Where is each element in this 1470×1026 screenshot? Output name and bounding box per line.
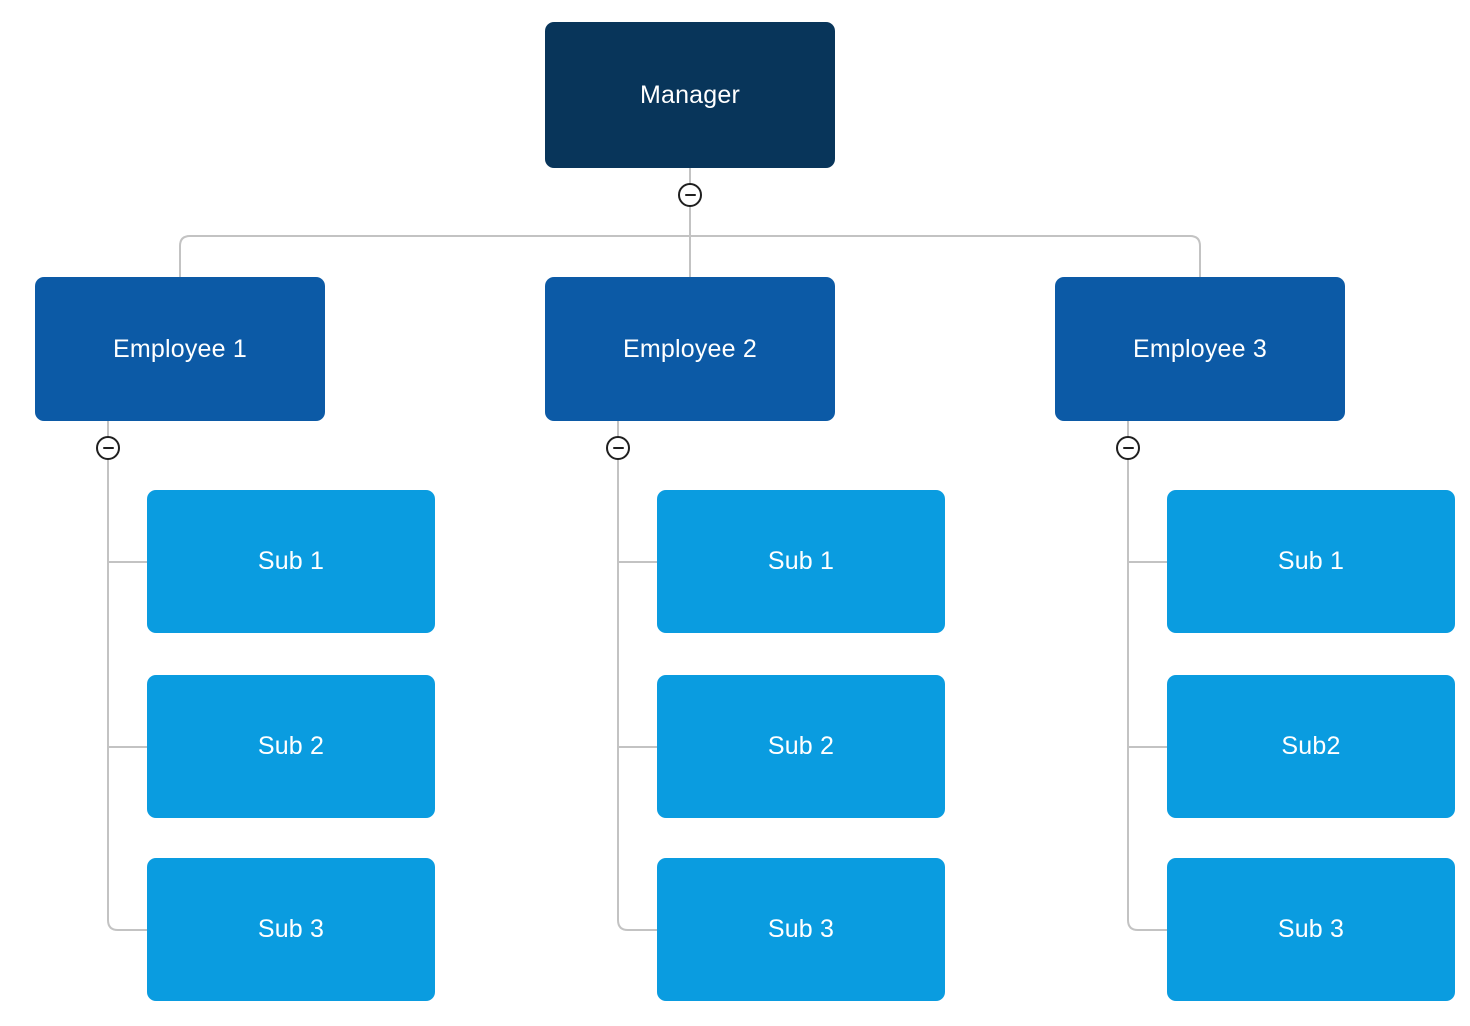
collapse-toggle-employee-2[interactable] <box>606 436 630 460</box>
node-employee-2-label: Employee 2 <box>622 334 758 363</box>
node-sub-3-2-label: Sub2 <box>1281 732 1341 760</box>
collapse-toggle-employee-3[interactable] <box>1116 436 1140 460</box>
node-manager-label: Manager <box>639 80 741 109</box>
node-sub-2-2-label: Sub 2 <box>767 732 835 760</box>
node-sub-1-3[interactable]: Sub 3 <box>147 858 435 1001</box>
node-manager[interactable]: Manager <box>545 22 835 168</box>
connector-col1-spine <box>107 421 147 931</box>
minus-icon <box>102 447 114 449</box>
node-sub-3-1[interactable]: Sub 1 <box>1167 490 1455 633</box>
node-sub-3-2[interactable]: Sub2 <box>1167 675 1455 818</box>
node-employee-3[interactable]: Employee 3 <box>1055 277 1345 421</box>
node-sub-3-3-label: Sub 3 <box>1277 915 1345 943</box>
node-sub-2-1-label: Sub 1 <box>767 547 835 575</box>
node-employee-1-label: Employee 1 <box>112 334 248 363</box>
node-sub-2-3-label: Sub 3 <box>767 915 835 943</box>
minus-icon <box>612 447 624 449</box>
node-sub-2-1[interactable]: Sub 1 <box>657 490 945 633</box>
node-sub-1-1[interactable]: Sub 1 <box>147 490 435 633</box>
node-sub-1-2-label: Sub 2 <box>257 732 325 760</box>
connector-col3-spine <box>1127 421 1167 931</box>
minus-icon <box>1122 447 1134 449</box>
node-sub-3-3[interactable]: Sub 3 <box>1167 858 1455 1001</box>
collapse-toggle-employee-1[interactable] <box>96 436 120 460</box>
node-sub-3-1-label: Sub 1 <box>1277 547 1345 575</box>
node-employee-2[interactable]: Employee 2 <box>545 277 835 421</box>
node-sub-1-2[interactable]: Sub 2 <box>147 675 435 818</box>
connector-trunk <box>179 235 1201 277</box>
node-employee-3-label: Employee 3 <box>1132 334 1268 363</box>
collapse-toggle-manager[interactable] <box>678 183 702 207</box>
node-employee-1[interactable]: Employee 1 <box>35 277 325 421</box>
node-sub-2-2[interactable]: Sub 2 <box>657 675 945 818</box>
node-sub-1-1-label: Sub 1 <box>257 547 325 575</box>
connector-col2-spine <box>617 421 657 931</box>
minus-icon <box>684 194 696 196</box>
node-sub-2-3[interactable]: Sub 3 <box>657 858 945 1001</box>
node-sub-1-3-label: Sub 3 <box>257 915 325 943</box>
